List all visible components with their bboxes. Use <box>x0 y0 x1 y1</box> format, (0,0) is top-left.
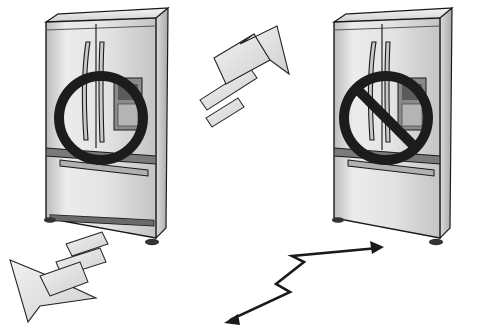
zigzag-arrow <box>224 241 384 325</box>
left-fridge-foot <box>145 239 159 245</box>
down-left-arrow <box>10 232 108 322</box>
up-right-arrow <box>200 26 289 127</box>
right-fridge-foot <box>429 239 443 245</box>
left-fridge-handle-right <box>99 42 104 142</box>
zigzag-arrow-head-right <box>370 241 384 254</box>
left-fridge-side <box>156 8 168 238</box>
right-fridge-side <box>440 8 452 238</box>
zigzag-arrow-head-left <box>224 314 240 325</box>
